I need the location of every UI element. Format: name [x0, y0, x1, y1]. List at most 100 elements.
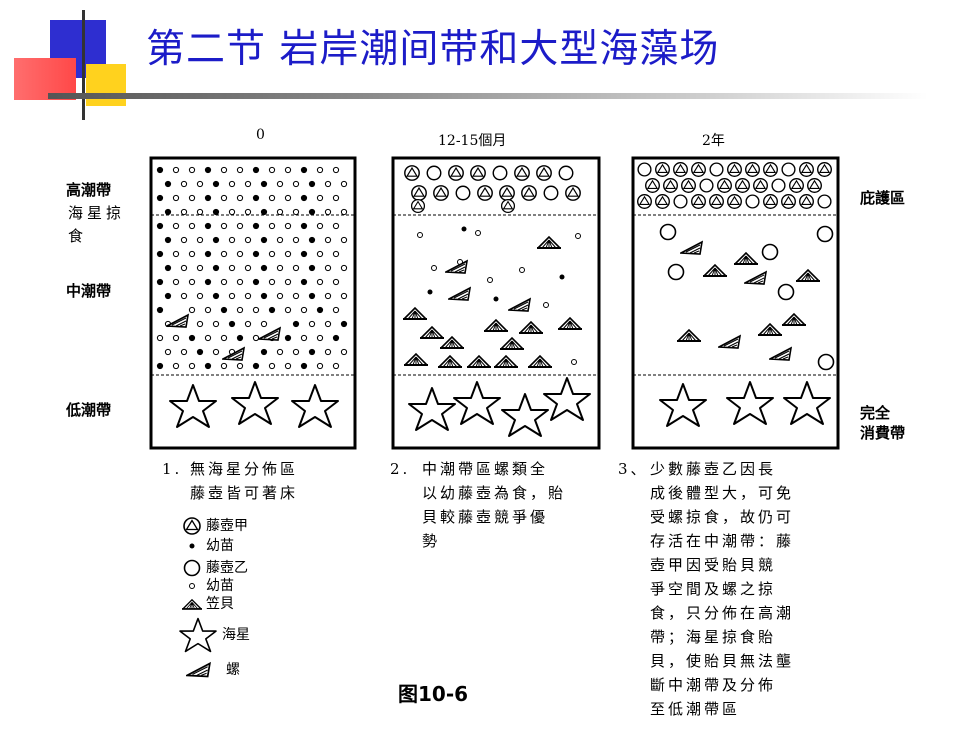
barnacle-b-larva [228, 236, 236, 244]
barnacle [709, 194, 724, 209]
barnacle-b-larva [340, 208, 348, 216]
slide-title: 第二节 岩岸潮间带和大型海藻场 [146, 27, 720, 72]
barnacle-a-larva [284, 334, 292, 342]
barnacle-b-larva [188, 250, 196, 258]
caption-3-line: 食，只分佈在高潮 [650, 604, 795, 622]
barnacle-b-larva [340, 292, 348, 300]
barnacle-a-larva [300, 362, 308, 370]
panel-2-frame [391, 156, 601, 450]
barnacle [663, 178, 678, 193]
barnacle-b-larva [236, 362, 244, 370]
panel-1-starfish [231, 381, 279, 425]
barnacle-b-larva [252, 306, 260, 314]
barnacle-b-larva [172, 166, 180, 174]
panel-1-starfish [291, 384, 339, 428]
barnacle-b-larva [244, 180, 252, 188]
barnacle-a-larva [252, 278, 260, 286]
barnacle-b-larva [220, 222, 228, 230]
barnacle-a-larva [300, 250, 308, 258]
caption-2-line: 以幼藤壺為食，貽 [422, 484, 567, 502]
barnacle-b-larva [332, 306, 340, 314]
panel-3-starfish [659, 383, 707, 427]
caption-1-num: 1. [162, 460, 183, 478]
barnacle-a-larva-icon [189, 543, 195, 549]
caption-3-line: 斷中潮帶及分佈 [650, 676, 777, 694]
barnacle [717, 178, 732, 193]
barnacle-b-larva [196, 236, 204, 244]
barnacle [781, 162, 796, 177]
barnacle [410, 198, 426, 214]
barnacle-a-larva [308, 292, 316, 300]
barnacle-b-larva [316, 278, 324, 286]
legend-item-barnacle-a-larva: 幼苗 [182, 536, 234, 556]
deco-yellow-square [86, 64, 126, 106]
barnacle-a-larva [308, 264, 316, 272]
barnacle-b-larva [196, 320, 204, 328]
barnacle [753, 178, 768, 193]
barnacle-a-larva [164, 180, 172, 188]
caption-3-line: 爭空間及螺之掠 [650, 580, 777, 598]
barnacle [637, 194, 652, 209]
barnacle-a-larva [196, 348, 204, 356]
barnacle [492, 165, 508, 181]
legend-label: 藤壺乙 [206, 559, 248, 576]
barnacle-a-larva [308, 208, 316, 216]
panel-2-barnacles [404, 165, 581, 214]
legend-label: 螺 [226, 661, 240, 678]
time-label-0: 0 [256, 127, 265, 143]
caption-3-line: 成後體型大，可免 [650, 484, 795, 502]
barnacle-b-larva [172, 278, 180, 286]
panel-2-starfish [543, 377, 591, 421]
barnacle [499, 185, 515, 201]
barnacle-b-larva [180, 264, 188, 272]
barnacle-b-larva [220, 362, 228, 370]
barnacle-a-larva [164, 264, 172, 272]
barnacle-b-larva [244, 236, 252, 244]
panel-3-starfish [726, 381, 774, 425]
barnacle-b-larva [236, 306, 244, 314]
barnacle [727, 194, 742, 209]
barnacle [645, 178, 660, 193]
barnacle-b-larva [172, 334, 180, 342]
barnacle-b-larva [292, 208, 300, 216]
barnacle-b-larva [172, 250, 180, 258]
barnacle [691, 162, 706, 177]
barnacle-a-larva [292, 320, 300, 328]
zone-label-starfish-predation-1: 海星掠 [68, 204, 126, 222]
zone-label-low: 低潮帶 [66, 401, 112, 419]
barnacle-b-larva [180, 236, 188, 244]
barnacle-a-larva [252, 166, 260, 174]
barnacle-a-larva [212, 180, 220, 188]
barnacle-b-larva [300, 334, 308, 342]
barnacle [637, 162, 652, 177]
barnacle-b-larva [236, 278, 244, 286]
barnacle-b-larva [276, 348, 284, 356]
zone-label-mid: 中潮帶 [66, 282, 112, 300]
legend-item-barnacle-b-larva: 幼苗 [182, 576, 234, 596]
barnacle-b-larva [284, 166, 292, 174]
zone-label-refuge: 庇護區 [860, 189, 906, 207]
barnacle-a-larva [212, 292, 220, 300]
barnacle-b-larva [332, 250, 340, 258]
barnacle-a-larva [164, 236, 172, 244]
barnacle-b-larva [340, 236, 348, 244]
snail-icon [186, 660, 212, 680]
barnacle-b-larva [188, 362, 196, 370]
barnacle-b-larva [324, 236, 332, 244]
barnacle [536, 165, 552, 181]
barnacle-b-larva [292, 348, 300, 356]
barnacle [500, 198, 516, 214]
panel-3-starfish [783, 381, 831, 425]
legend-item-barnacle-a: 藤壺甲 [182, 516, 248, 536]
barnacle-b-larva [236, 222, 244, 230]
barnacle-a-larva [308, 236, 316, 244]
barnacle-b-larva [268, 362, 276, 370]
barnacle [455, 185, 471, 201]
barnacle-b-larva [316, 362, 324, 370]
panel-1-snail [222, 347, 245, 361]
barnacle-a-larva [252, 362, 260, 370]
legend-item-starfish: 海星 [178, 618, 250, 652]
barnacle [699, 178, 714, 193]
barnacle-a-larva [212, 264, 220, 272]
barnacle-b-larva [276, 208, 284, 216]
